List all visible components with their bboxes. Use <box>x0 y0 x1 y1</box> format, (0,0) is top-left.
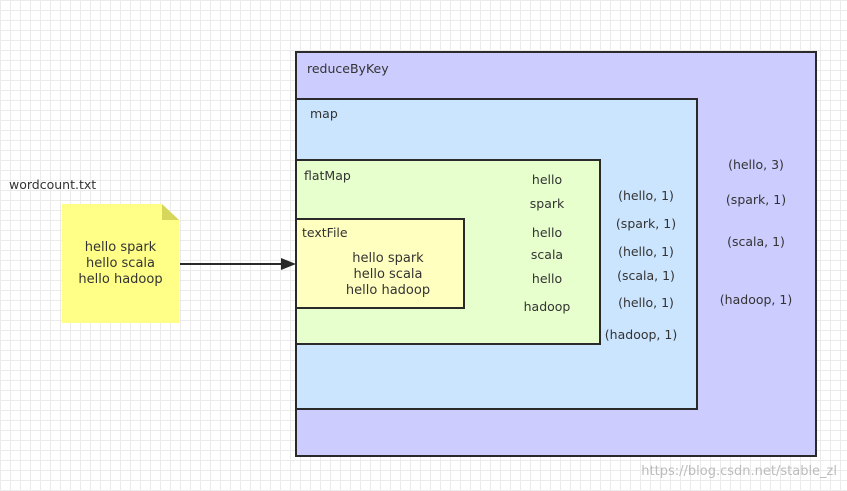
reduce-pair: (hadoop, 1) <box>719 292 793 307</box>
note-text: hello spark hello scala hello hadoop <box>62 240 179 288</box>
reduce-pair: (hello, 3) <box>728 157 784 172</box>
flatmap-word: spark <box>529 196 565 211</box>
textfile-label: textFile <box>302 225 348 240</box>
textfile-box <box>295 218 465 309</box>
arrow-head <box>281 258 296 270</box>
flatmap-label: flatMap <box>304 168 351 183</box>
map-pair: (hello, 1) <box>618 295 674 310</box>
map-pair: (hello, 1) <box>618 188 674 203</box>
flatmap-word: scala <box>530 247 564 262</box>
reduce-pair: (spark, 1) <box>725 192 787 207</box>
flatmap-word: hello <box>531 225 563 240</box>
map-pair: (scala, 1) <box>617 268 675 283</box>
note-line: hello hadoop <box>78 272 163 287</box>
map-pair: (spark, 1) <box>615 216 677 231</box>
flatmap-word: hello <box>531 172 563 187</box>
textfile-line: hello spark <box>352 251 424 266</box>
note-shape <box>62 204 179 323</box>
flatmap-word: hello <box>531 271 563 286</box>
map-label: map <box>310 106 338 121</box>
textfile-content: hello spark hello scala hello hadoop <box>318 251 458 299</box>
textfile-line: hello hadoop <box>345 283 431 298</box>
map-pair: (hadoop, 1) <box>604 327 678 342</box>
file-label: wordcount.txt <box>9 177 97 192</box>
note-line: hello scala <box>85 256 155 271</box>
reduce-pair: (scala, 1) <box>727 234 785 249</box>
textfile-line: hello scala <box>353 267 423 282</box>
map-pair: (hello, 1) <box>618 244 674 259</box>
reducebykey-label: reduceByKey <box>307 61 389 76</box>
flatmap-word: hadoop <box>523 299 571 314</box>
note-line: hello spark <box>84 240 157 255</box>
watermark: https://blog.csdn.net/stable_zl <box>641 464 837 479</box>
